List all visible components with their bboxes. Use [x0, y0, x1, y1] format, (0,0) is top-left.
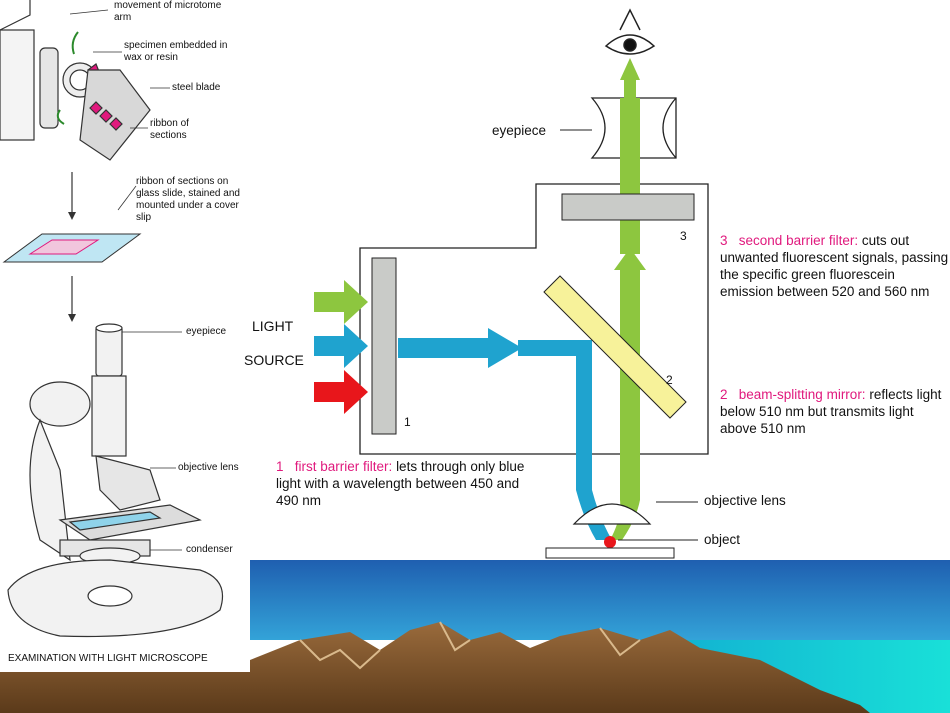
- microtome-arm-label: movement of microtome arm: [114, 0, 222, 23]
- incoming-blue-arrow: [314, 324, 368, 368]
- objective-lens: [572, 503, 652, 525]
- object-dot: [604, 536, 616, 548]
- note-second-barrier-filter: 3 second barrier filter: cuts out unwant…: [720, 232, 950, 300]
- left-eyepiece-label: eyepiece: [186, 326, 227, 337]
- ribbon-label: ribbon of sections: [150, 118, 189, 141]
- note2-number: 2: [720, 387, 728, 402]
- note3-number: 3: [720, 233, 728, 248]
- specimen-stage: [545, 547, 675, 559]
- note3-text: cuts out unwanted fluorescent signals, p…: [720, 233, 949, 299]
- incoming-green-arrow: [314, 280, 368, 324]
- slide-label: ribbon of sections on glass slide, stain…: [136, 176, 240, 223]
- microscope-illustration: [7, 323, 224, 638]
- light-microscope-panel: [0, 0, 224, 638]
- note2-title: beam-splitting mirror:: [738, 387, 866, 402]
- object-label: object: [704, 532, 741, 547]
- note2-text: reflects light below 510 nm but transmit…: [720, 387, 942, 436]
- note3-title: second barrier filter:: [738, 233, 859, 248]
- note-beam-splitting-mirror: 2 beam-splitting mirror: reflects light …: [720, 386, 950, 437]
- blue-light-beam: [398, 328, 612, 540]
- note1-title: first barrier filter:: [294, 459, 393, 474]
- incoming-red-arrow: [314, 370, 368, 414]
- microtome-illustration: [0, 0, 151, 161]
- filter1-number: 1: [404, 415, 411, 429]
- beam-splitting-mirror: [543, 275, 687, 419]
- note1-text: lets through only blue light with a wave…: [276, 459, 525, 508]
- light-label: LIGHT: [252, 318, 294, 334]
- eyepiece-label: eyepiece: [492, 123, 547, 138]
- first-barrier-filter: [371, 257, 397, 435]
- condenser-label: condenser: [186, 544, 233, 555]
- specimen-label: specimen embedded in wax or resin: [124, 40, 228, 63]
- objective-lens-label: objective lens: [704, 493, 786, 508]
- eye-icon: [604, 8, 656, 55]
- source-label: SOURCE: [244, 352, 304, 368]
- note1-number: 1: [276, 459, 284, 474]
- steel-blade-label: steel blade: [172, 82, 221, 93]
- left-objective-label: objective lens: [178, 462, 239, 473]
- mirror-number: 2: [666, 373, 673, 387]
- second-barrier-filter: [561, 193, 695, 221]
- microscope-housing: [359, 183, 709, 455]
- filter3-number: 3: [680, 229, 687, 243]
- note-first-barrier-filter: 1 first barrier filter: lets through onl…: [276, 458, 526, 509]
- glass-slide-illustration: [2, 233, 142, 263]
